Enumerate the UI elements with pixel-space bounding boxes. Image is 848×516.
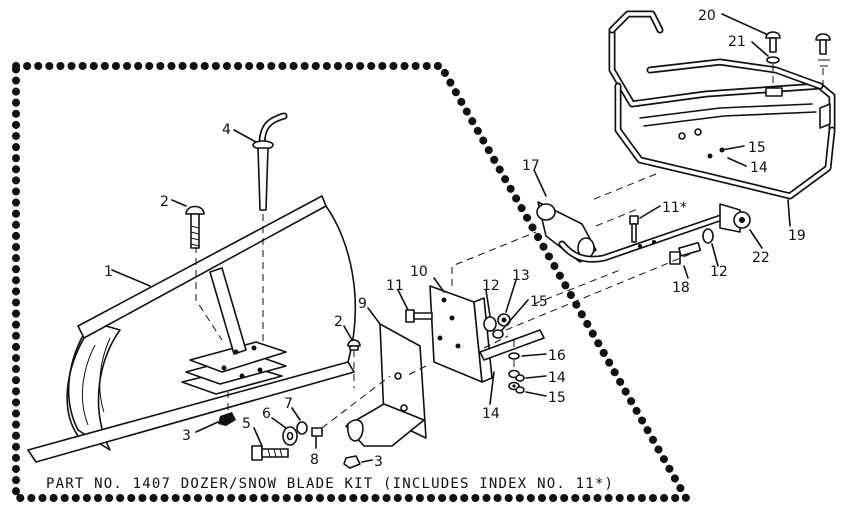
callout-18: 18 xyxy=(672,280,690,296)
blade-part-1 xyxy=(27,195,357,463)
callout-12: 12 xyxy=(482,278,500,294)
leader-14-lower xyxy=(489,371,495,405)
callout-7: 7 xyxy=(284,396,293,412)
callout-11: 11 xyxy=(386,278,404,294)
washer-21 xyxy=(766,56,780,86)
lower-hardware-stack xyxy=(508,340,525,394)
callout-15: 15 xyxy=(548,390,566,406)
callout-3: 3 xyxy=(182,428,191,444)
assembly-line-hitch-2 xyxy=(533,269,621,305)
callout-leaders xyxy=(111,13,791,463)
callout-13: 13 xyxy=(512,268,530,284)
lift-rod-part-4 xyxy=(252,112,288,342)
callout-labels: 1 2 2 3 3 4 5 6 7 8 9 10 11 11* 12 12 13… xyxy=(104,8,806,470)
washer-12-middle xyxy=(483,316,497,332)
washer-6 xyxy=(282,426,298,446)
callout-22: 22 xyxy=(752,250,770,266)
callout-14: 14 xyxy=(482,406,500,422)
callout-12: 12 xyxy=(710,264,728,280)
assembly-line-frame xyxy=(591,173,657,201)
assembly-line-bracket xyxy=(321,375,391,429)
bolt-11-middle xyxy=(405,309,433,323)
hitch-arm xyxy=(558,203,751,263)
callout-10: 10 xyxy=(410,264,428,280)
callout-8: 8 xyxy=(310,452,319,468)
callout-21: 21 xyxy=(728,34,746,50)
callout-3: 3 xyxy=(374,454,383,470)
callout-9: 9 xyxy=(358,296,367,312)
callout-15: 15 xyxy=(530,294,548,310)
callout-2: 2 xyxy=(160,194,169,210)
bolt-11-upper xyxy=(629,215,639,243)
washer-15-middle xyxy=(492,329,504,339)
bolt-18 xyxy=(669,241,702,265)
bolt-20-right xyxy=(815,33,831,86)
callout-11-star: 11* xyxy=(662,200,687,216)
callout-20: 20 xyxy=(698,8,716,24)
callout-15: 15 xyxy=(748,140,766,156)
tractor-frame-part-19 xyxy=(608,10,836,200)
callout-14: 14 xyxy=(750,160,768,176)
nut-8 xyxy=(311,427,323,437)
callout-2: 2 xyxy=(334,314,343,330)
carriage-bolt-2-upper xyxy=(185,205,205,249)
callout-17: 17 xyxy=(522,158,540,174)
hitch-strap xyxy=(479,329,545,361)
nut-3-lower xyxy=(343,455,361,469)
bolt-20 xyxy=(765,31,781,53)
assembly-line-hitch xyxy=(505,249,701,331)
nut-13 xyxy=(497,313,511,327)
bolt-5 xyxy=(251,445,289,461)
callout-1: 1 xyxy=(104,264,113,280)
blade-mount-plates xyxy=(181,246,287,395)
callout-14: 14 xyxy=(548,370,566,386)
callout-4: 4 xyxy=(222,122,231,138)
callout-6: 6 xyxy=(262,406,271,422)
callout-5: 5 xyxy=(242,416,251,432)
mount-plate-part-10 xyxy=(405,231,537,383)
nut-3-left xyxy=(218,392,236,426)
washer-12-right xyxy=(702,228,714,244)
kit-boundary-dotted-outline xyxy=(12,62,693,502)
washer-7 xyxy=(296,421,308,435)
mount-bracket-part-9 xyxy=(345,323,427,447)
callout-16: 16 xyxy=(548,348,566,364)
callout-19: 19 xyxy=(788,228,806,244)
diagram-caption: PART NO. 1407 DOZER/SNOW BLADE KIT (INCL… xyxy=(46,476,614,492)
